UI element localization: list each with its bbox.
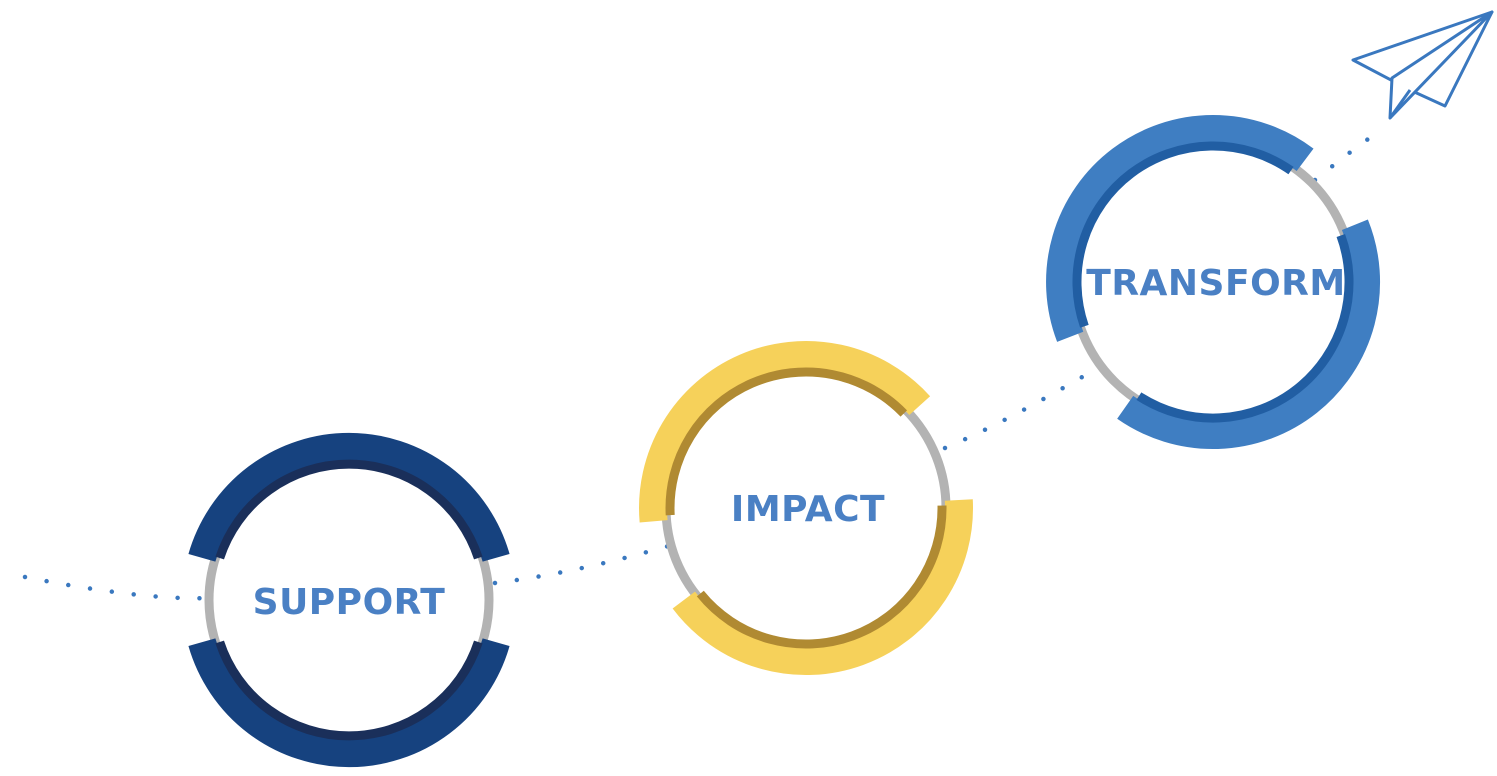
stage-label-transform: TRANSFORM (1086, 263, 1345, 304)
transform-outer-arc-top (1046, 115, 1314, 342)
support-inner-arc-bottom (215, 640, 483, 741)
support-outer-arc-top (188, 432, 510, 562)
support-outer-arc-bottom (188, 638, 510, 768)
dotted-path (22, 125, 1388, 601)
impact-inner-arc-top (665, 367, 908, 516)
stage-transform: TRANSFORM (1046, 115, 1381, 450)
paper-plane-icon (1351, 10, 1494, 120)
transform-inner-arc-bottom (1136, 233, 1354, 423)
stage-support: SUPPORT (188, 432, 510, 768)
impact-inner-arc-bottom (696, 505, 947, 649)
impact-outer-arc-top (639, 341, 931, 523)
support-inner-arc-top (215, 459, 483, 560)
stage-label-impact: IMPACT (731, 489, 885, 530)
stage-label-support: SUPPORT (253, 582, 446, 623)
stage-impact: IMPACT (639, 341, 973, 676)
transform-inner-arc-top (1072, 141, 1294, 328)
transform-outer-arc-bottom (1117, 219, 1381, 450)
impact-outer-arc-bottom (672, 499, 973, 676)
